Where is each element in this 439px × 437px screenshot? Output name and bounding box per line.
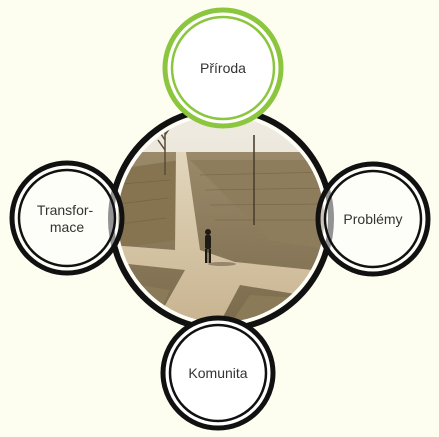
man-figure (205, 229, 211, 263)
node-transformace-label: Transfor- mace (37, 202, 97, 235)
node-komunita-label: Komunita (188, 365, 247, 381)
node-transformace[interactable]: Transfor- mace (9, 160, 125, 276)
node-transformace-label-line2: mace (50, 219, 84, 235)
node-problemy-label: Problémy (343, 211, 402, 227)
node-transformace-label-line1: Transfor- (37, 202, 94, 218)
node-priroda[interactable]: Příroda (162, 7, 284, 129)
node-problemy[interactable]: Problémy (315, 161, 431, 277)
node-komunita[interactable]: Komunita (160, 315, 276, 431)
node-priroda-label: Příroda (200, 60, 246, 76)
